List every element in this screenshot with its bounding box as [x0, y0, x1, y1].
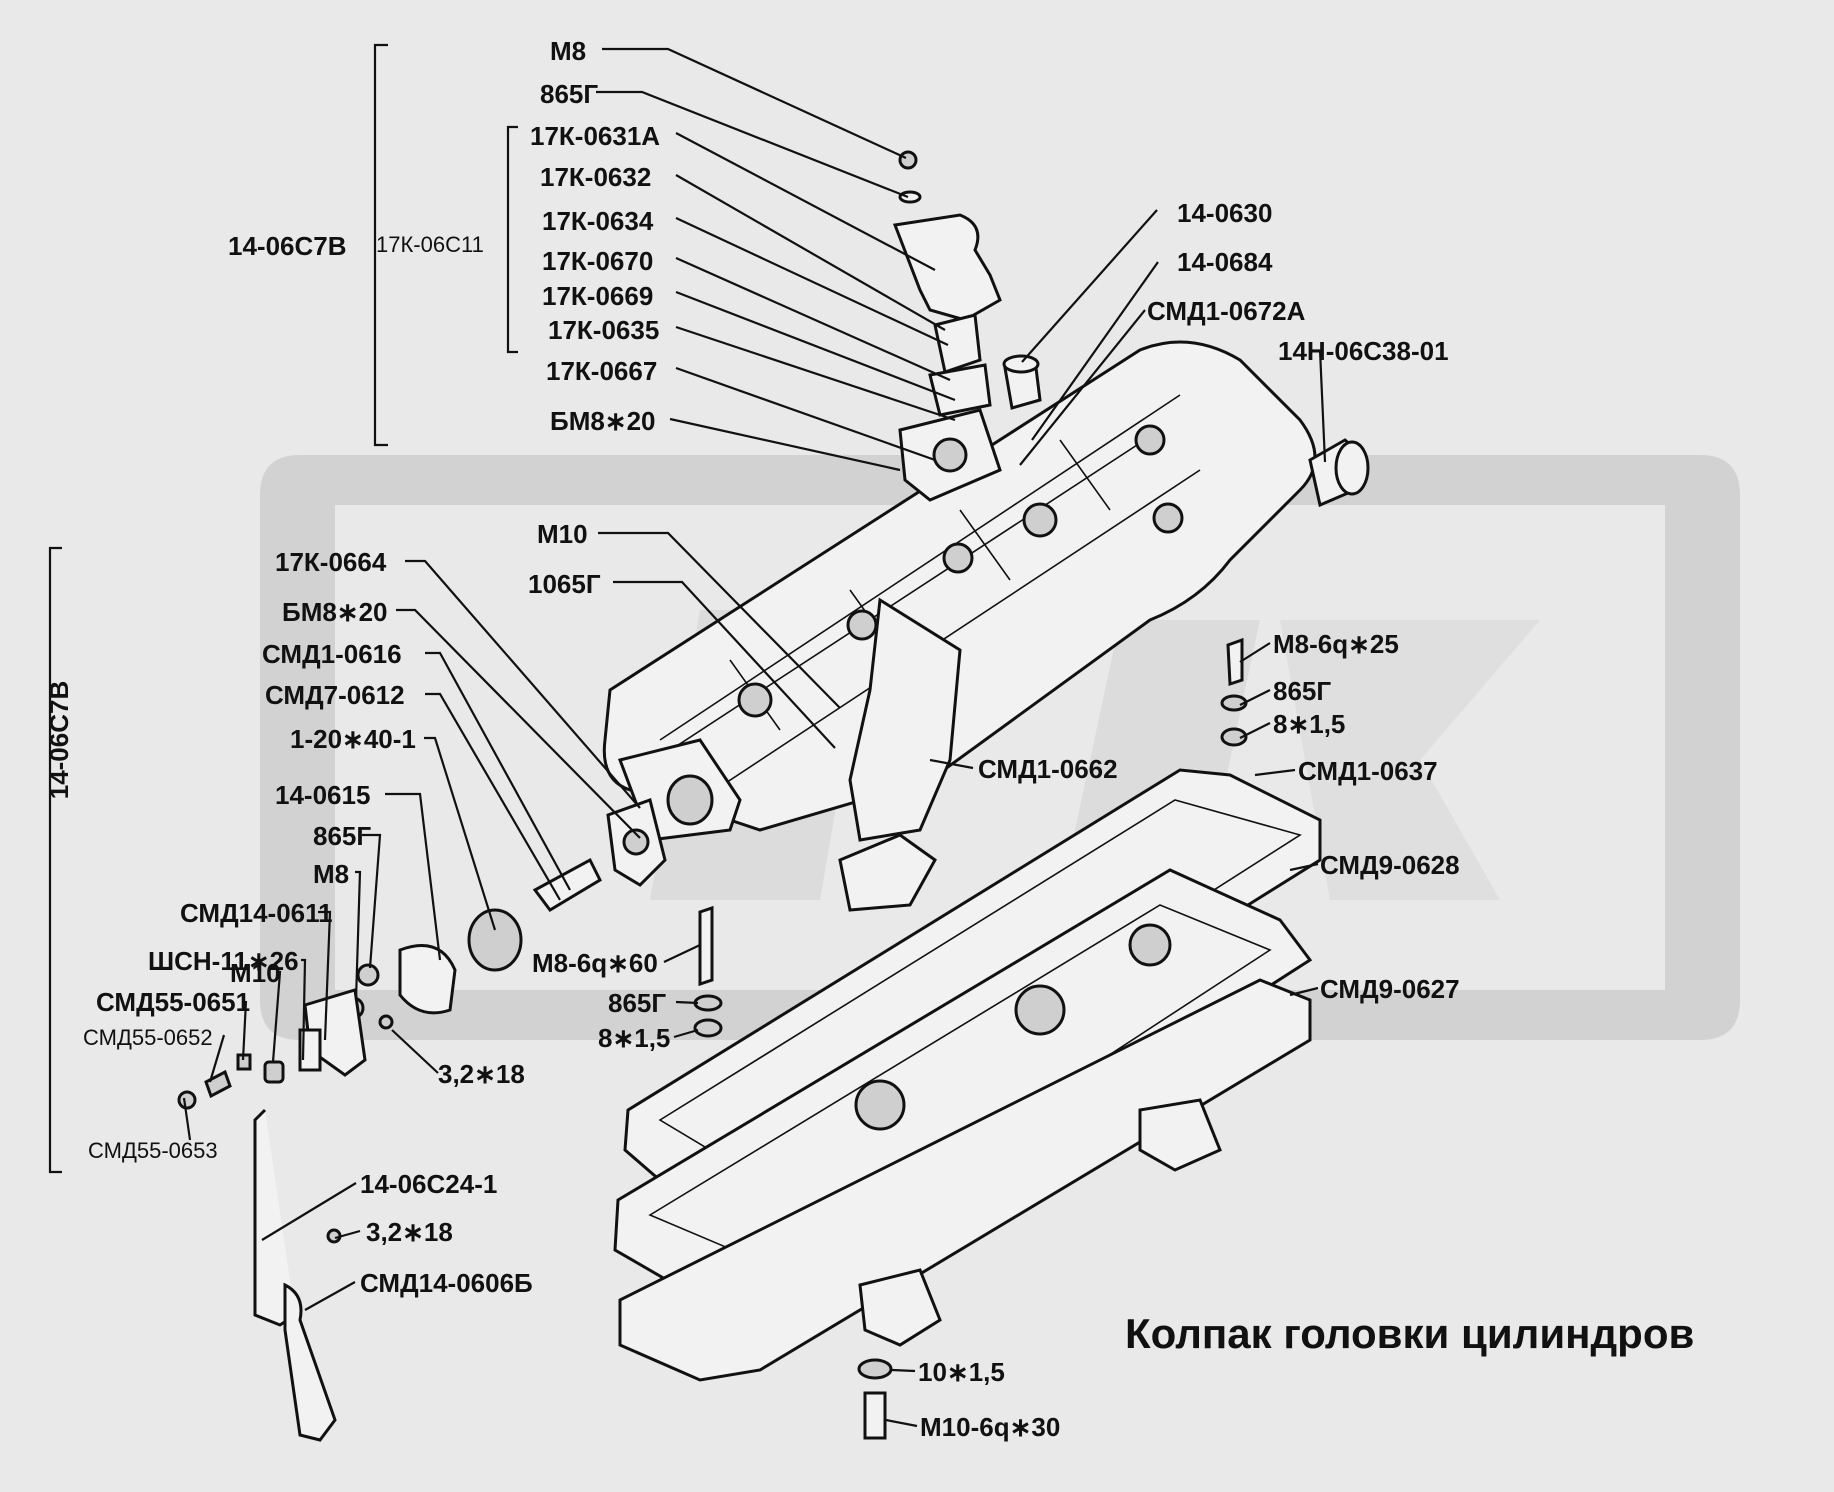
label-14-0684: 14-0684 [1177, 247, 1273, 277]
label-m8-6q60: М8-6q∗60 [532, 948, 658, 978]
label-smd14-0611: СМД14-0611 [180, 898, 333, 928]
label-865g-right: 865Г [1273, 676, 1331, 706]
small-parts-right [693, 637, 1248, 1440]
label-8x1-5-right: 8∗1,5 [1273, 709, 1345, 739]
part-labels: 14-06С7В 17К-06С11 14-06С7В М8 865Г 17К-… [44, 36, 1694, 1442]
label-m10-6q30: М10-6q∗30 [920, 1412, 1060, 1442]
label-1065g: 1065Г [528, 569, 601, 599]
group-brackets [48, 43, 518, 1174]
leader-lines [182, 47, 1327, 1428]
label-bm8x20-left: БМ8∗20 [282, 597, 388, 627]
bottom-gasket [618, 978, 1312, 1382]
oil-filler-cap-assembly [892, 150, 1002, 502]
label-865g-mid: 865Г [608, 988, 666, 1018]
plug-14-0630 [1002, 354, 1042, 410]
label-17k-0632: 17К-0632 [540, 162, 651, 192]
group-label-top-outer: 14-06С7В [228, 231, 347, 261]
label-smd9-0628: СМД9-0628 [1320, 850, 1460, 880]
label-865g-left: 865Г [313, 821, 371, 851]
label-10x1-5: 10∗1,5 [918, 1357, 1005, 1387]
label-3-2x18-b: 3,2∗18 [366, 1217, 453, 1247]
label-smd1-0672a: СМД1-0672А [1147, 296, 1306, 326]
label-m8-left: М8 [313, 859, 349, 889]
label-smd1-0662: СМД1-0662 [978, 754, 1118, 784]
label-smd1-0616: СМД1-0616 [262, 639, 402, 669]
label-17k-0667: 17К-0667 [546, 356, 657, 386]
label-17k-0635: 17К-0635 [548, 315, 659, 345]
intake-manifold-pipe [838, 597, 962, 912]
breather-pipe [1308, 438, 1370, 508]
label-m8-top: М8 [550, 36, 586, 66]
label-17k-0631a: 17К-0631А [530, 121, 660, 151]
group-label-top-inner: 17К-06С11 [376, 232, 484, 257]
label-14n-06s38-01: 14Н-06С38-01 [1278, 336, 1449, 366]
valve-cover [602, 340, 1317, 832]
label-3-2x18-a: 3,2∗18 [438, 1059, 525, 1089]
label-1-20x40-1: 1-20∗40-1 [290, 724, 416, 754]
label-8x1-5-mid: 8∗1,5 [598, 1023, 670, 1053]
label-865g-top: 865Г [540, 79, 598, 109]
label-17k-0634: 17К-0634 [542, 206, 654, 236]
label-smd9-0627: СМД9-0627 [1320, 974, 1460, 1004]
diagram-title: Колпак головки цилиндров [1125, 1310, 1694, 1357]
label-smd55-0653: СМД55-0653 [88, 1138, 218, 1163]
label-14-0615: 14-0615 [275, 780, 370, 810]
label-m8-6q25: М8-6q∗25 [1273, 629, 1399, 659]
label-smd7-0612: СМД7-0612 [265, 680, 405, 710]
group-label-left: 14-06С7В [44, 681, 74, 800]
label-m10-mid: М10 [537, 519, 588, 549]
label-17k-0664: 17К-0664 [275, 547, 387, 577]
label-17k-0669: 17К-0669 [542, 281, 653, 311]
label-m10-left: М10 [230, 958, 281, 988]
label-smd55-0651: СМД55-0651 [96, 987, 250, 1017]
label-shsn-11x26: ШСН-11∗26 [148, 946, 299, 976]
label-smd1-0637: СМД1-0637 [1298, 756, 1438, 786]
label-smd14-0606b: СМД14-0606Б [360, 1268, 533, 1298]
label-bm8x20-top: БМ8∗20 [550, 406, 656, 436]
label-17k-0670: 17К-0670 [542, 246, 653, 276]
label-14-06s24-1: 14-06С24-1 [360, 1169, 497, 1199]
label-14-0630: 14-0630 [1177, 198, 1272, 228]
label-smd55-0652: СМД55-0652 [83, 1025, 213, 1050]
